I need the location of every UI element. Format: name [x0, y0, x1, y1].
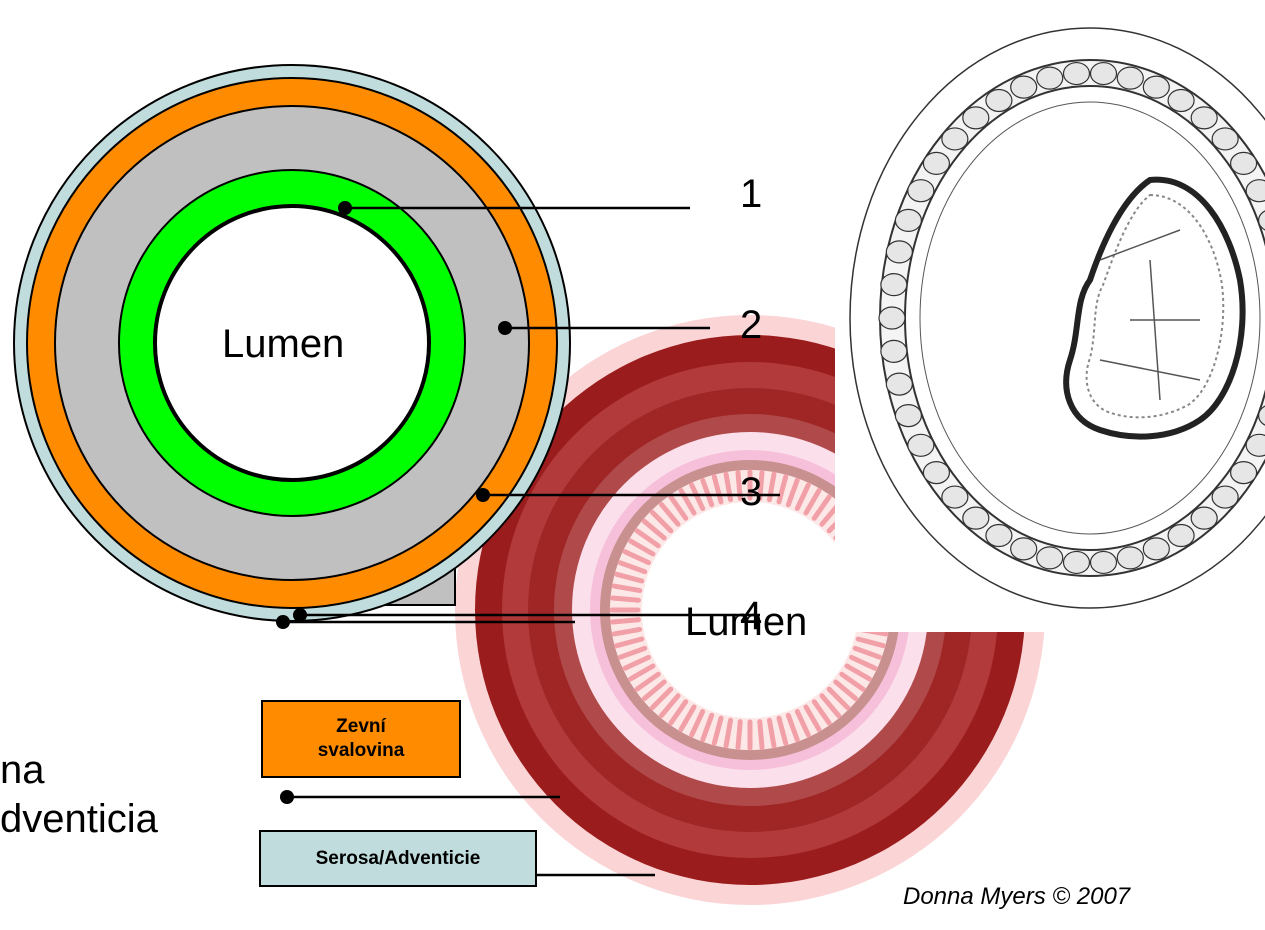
gland-cell — [1246, 434, 1265, 456]
gland-cell — [1231, 462, 1257, 484]
left-fragment-1: na — [0, 748, 45, 793]
number-label-2: 2 — [740, 303, 762, 348]
gland-cell — [1143, 76, 1169, 98]
gland-cell — [942, 486, 968, 508]
gland-cell — [1246, 180, 1265, 202]
dot-zevni — [280, 790, 294, 804]
gland-cell — [1212, 128, 1238, 150]
gland-cell — [1063, 63, 1089, 85]
gland-cell — [1091, 551, 1117, 573]
left-fragment-2: dventicia — [0, 797, 158, 842]
dot-3 — [476, 488, 490, 502]
lumen-label-main: Lumen — [222, 322, 344, 367]
gland-cell — [908, 180, 934, 202]
gland-cell — [1037, 547, 1063, 569]
gland-cell — [963, 107, 989, 129]
gland-cell — [895, 209, 921, 231]
box-serosa-adventicie: Serosa/Adventicie — [259, 830, 537, 887]
gland-cell — [986, 89, 1012, 111]
gland-cell — [1168, 525, 1194, 547]
dot-2 — [498, 321, 512, 335]
villus-mark — [613, 620, 639, 622]
gland-cell — [881, 340, 907, 362]
gland-cell — [942, 128, 968, 150]
gland-cell — [886, 241, 912, 263]
gland-cell — [886, 373, 912, 395]
gland-cell — [923, 152, 949, 174]
gland-cell — [923, 462, 949, 484]
gland-cell — [895, 405, 921, 427]
villus-mark — [613, 598, 639, 600]
dot-4b — [276, 615, 290, 629]
gland-cell — [1143, 538, 1169, 560]
villus-mark — [760, 722, 762, 748]
gland-cell — [1168, 89, 1194, 111]
gland-cell — [1117, 67, 1143, 89]
gland-cell — [881, 274, 907, 296]
box-zevni-svalovina: Zevní svalovina — [261, 700, 461, 778]
lumen-label-secondary: Lumen — [685, 600, 807, 645]
line-drawing-panel — [835, 0, 1265, 632]
credit-text: Donna Myers © 2007 — [903, 883, 1130, 911]
gland-cell — [908, 434, 934, 456]
gland-cell — [1011, 76, 1037, 98]
gland-cell — [1117, 547, 1143, 569]
gland-cell — [1011, 538, 1037, 560]
gland-cell — [1091, 63, 1117, 85]
dot-1 — [338, 201, 352, 215]
gland-cell — [1191, 507, 1217, 529]
gland-cell — [1191, 107, 1217, 129]
gland-cell — [1212, 486, 1238, 508]
number-label-1: 1 — [740, 172, 762, 217]
gland-cell — [1231, 152, 1257, 174]
dot-4a — [293, 608, 307, 622]
gland-cell — [1063, 551, 1089, 573]
gland-cell — [963, 507, 989, 529]
gland-cell — [879, 307, 905, 329]
gland-cell — [1037, 67, 1063, 89]
gland-cell — [986, 525, 1012, 547]
number-label-3: 3 — [740, 470, 762, 515]
villus-mark — [738, 722, 740, 748]
